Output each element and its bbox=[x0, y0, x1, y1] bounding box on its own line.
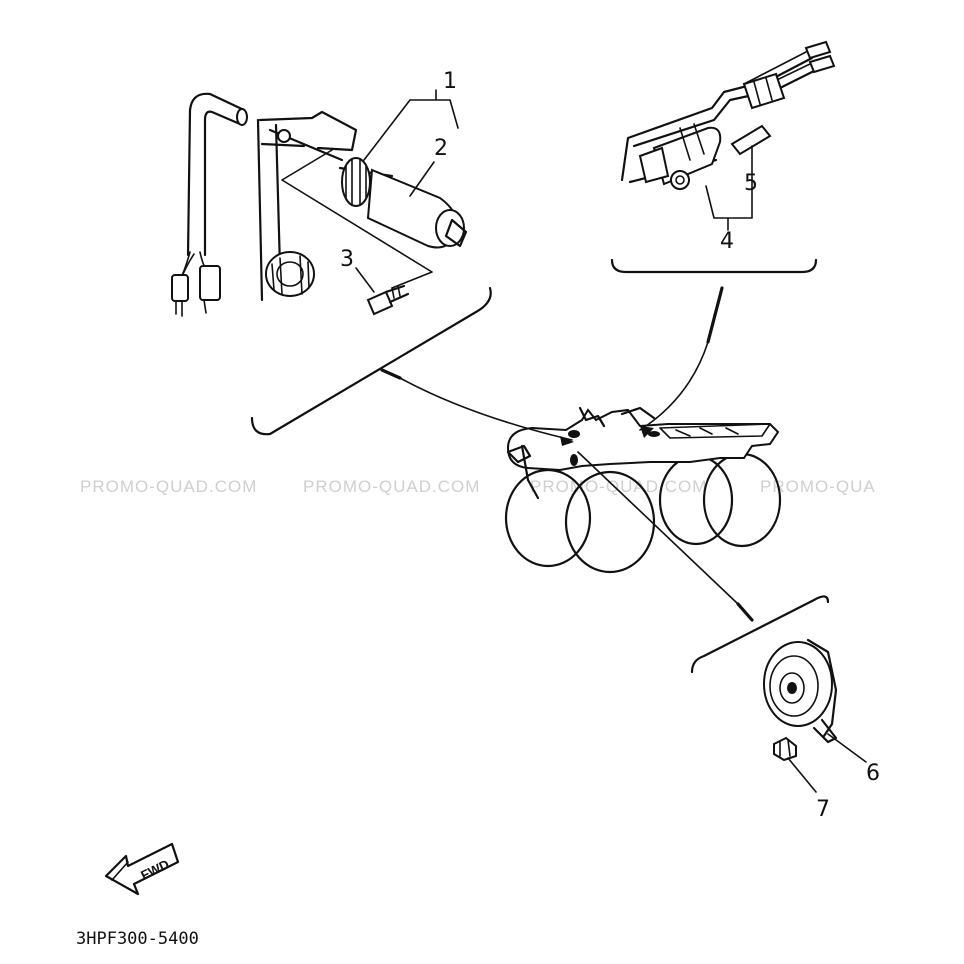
main-switch-assembly bbox=[171, 92, 468, 317]
mounting-bracket bbox=[256, 118, 282, 302]
bolt-7 bbox=[773, 736, 797, 762]
callout-7: 7 bbox=[816, 797, 830, 822]
starter-relay-assembly bbox=[620, 40, 836, 231]
lock-cable bbox=[186, 92, 246, 257]
group-bracket-left bbox=[250, 286, 492, 436]
horn-bracket bbox=[812, 718, 838, 744]
callout-5: 5 bbox=[744, 171, 758, 196]
callout-4: 4 bbox=[720, 229, 734, 254]
fwd-label: FWD bbox=[138, 856, 171, 882]
watermark-1: PROMO-QUAD.COM bbox=[80, 477, 257, 496]
group-bracket-top bbox=[610, 258, 818, 274]
wheel-front-right bbox=[564, 470, 656, 574]
fwd-arrow-icon: FWD bbox=[104, 842, 180, 896]
horn-body bbox=[763, 641, 833, 727]
diagram-code: 3HPF300-5400 bbox=[76, 929, 199, 949]
callout-6: 6 bbox=[866, 761, 880, 786]
watermark-row: PROMO-QUAD.COM PROMO-QUAD.COM PROMO-QUAD… bbox=[80, 477, 876, 496]
watermark-4: PROMO-QUA bbox=[760, 477, 876, 496]
wheel-rear-left bbox=[658, 454, 734, 546]
relay-plug-2 bbox=[808, 54, 836, 74]
location-leaders bbox=[380, 286, 754, 622]
callout-3: 3 bbox=[340, 247, 354, 272]
connector-female bbox=[199, 265, 221, 301]
connector-male bbox=[171, 274, 189, 302]
leaders-left bbox=[355, 89, 459, 293]
relay-body bbox=[652, 126, 722, 186]
relay-plug-1 bbox=[804, 40, 832, 60]
wheel-rear-right bbox=[702, 452, 782, 548]
group-bracket-right bbox=[690, 595, 830, 674]
relay-mount bbox=[670, 170, 690, 190]
screw-3 bbox=[366, 284, 410, 316]
fuse-5 bbox=[730, 124, 772, 156]
horn-assembly bbox=[763, 638, 867, 793]
callout-1: 1 bbox=[443, 69, 457, 94]
atv-outline bbox=[504, 406, 782, 574]
watermark-3: PROMO-QUAD.COM bbox=[530, 477, 707, 496]
watermark-2: PROMO-QUAD.COM bbox=[303, 477, 480, 496]
key-slot-icon bbox=[444, 218, 468, 248]
callout-2: 2 bbox=[434, 136, 448, 161]
